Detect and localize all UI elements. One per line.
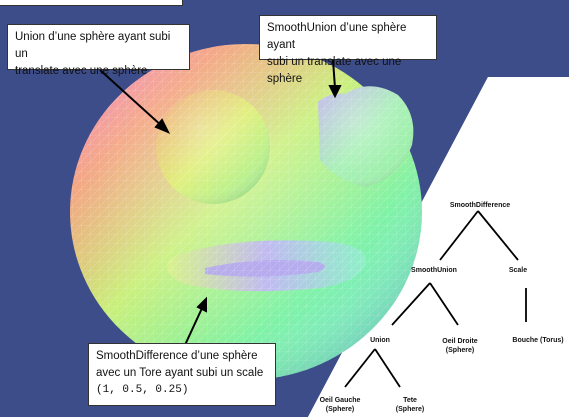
callout-smooth-union: SmoothUnion d’une sphère ayant subi un t… (259, 15, 437, 85)
mouth-torus-cavity (167, 240, 367, 292)
tree-node-scale: Scale (509, 267, 527, 274)
tree-node-union: Union (370, 337, 390, 344)
tree-node-bouche: Bouche (Torus) (512, 337, 563, 344)
arrow-smooth-difference (184, 305, 204, 346)
callout-smooth-difference-line1: SmoothDifference d’une sphère (96, 350, 258, 362)
right-eye-sphere (318, 86, 414, 187)
left-eye-sphere (156, 90, 270, 204)
tree-node-oeil-droite-type: (Sphere) (446, 347, 474, 354)
tree-edges (344, 210, 527, 388)
tree-node-tete: Tete (403, 397, 417, 404)
tree-panel (308, 77, 569, 417)
callout-union: Union d’une sphère ayant subi un transla… (7, 24, 190, 77)
tree-node-oeil-gauche-type: (Sphere) (326, 406, 354, 413)
callout-smooth-difference-line3: (1, 0.5, 0.25) (96, 384, 189, 396)
callout-smooth-union-line1: SmoothUnion d’une sphère ayant (267, 22, 407, 51)
top-frame-strip (0, 0, 183, 6)
arrow-union (99, 69, 164, 128)
tree-node-oeil-gauche: Oeil Gauche (320, 397, 361, 404)
callout-union-line1: Union d’une sphère ayant subi un (15, 31, 171, 60)
callout-smooth-difference: SmoothDifference d’une sphère avec un To… (88, 343, 276, 406)
callout-smooth-union-line2: subi un translate avec une sphère (267, 56, 402, 85)
arrow-smooth-union (332, 59, 336, 89)
callout-smooth-difference-line2: avec un Tore ayant subi un scale (96, 367, 264, 379)
arrow-union-head (154, 118, 171, 134)
callout-union-line2: translate avec une sphère (15, 65, 148, 77)
tree-node-smoothdifference: SmoothDifference (450, 202, 510, 209)
tree-node-tete-type: (Sphere) (396, 406, 424, 413)
tree-node-smoothunion: SmoothUnion (411, 267, 457, 274)
annotation-arrows (99, 59, 342, 346)
arrow-smooth-union-head (328, 85, 342, 99)
arrow-smooth-difference-head (196, 296, 207, 313)
tree-node-oeil-droite: Oeil Droite (442, 338, 478, 345)
